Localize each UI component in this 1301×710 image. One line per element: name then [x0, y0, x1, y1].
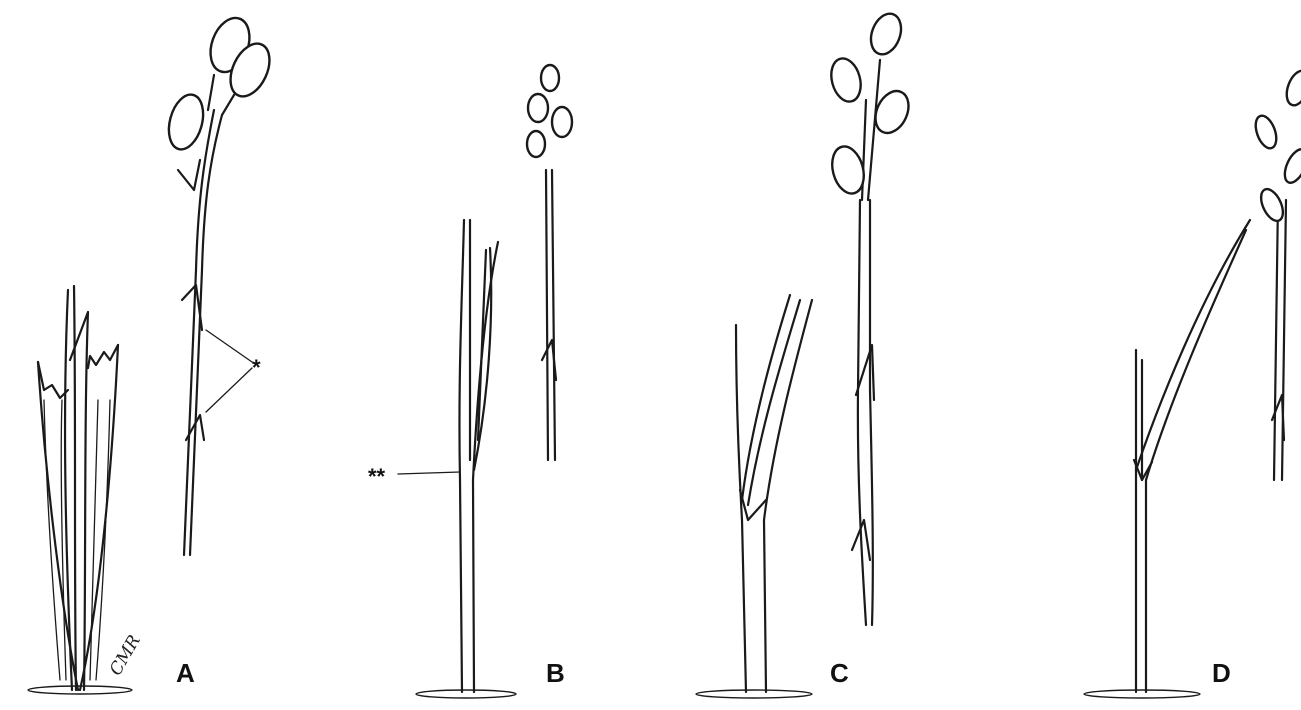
panel-label-b: B: [546, 658, 565, 688]
flower-buds-b: [527, 65, 572, 157]
flower-buds-d: [1252, 68, 1301, 225]
shoot-d: [1134, 220, 1250, 692]
panel-label-a: A: [176, 658, 195, 688]
panel-b: ** B: [368, 65, 572, 698]
panel-a: * CMR A: [28, 13, 277, 694]
ground-mark-b: [416, 690, 516, 698]
leaf-sheath-cluster: [38, 286, 118, 690]
flowering-stalk-b: [542, 170, 556, 460]
annotation-line-double-star: [398, 472, 460, 474]
panel-c: C: [696, 9, 915, 698]
annotation-double-star: **: [368, 464, 386, 489]
panel-d: D: [1084, 68, 1301, 698]
annotation-single-star: *: [252, 355, 261, 380]
annotation-lines-star: [206, 330, 252, 412]
panel-label-c: C: [830, 658, 849, 688]
flowering-stalk-d: [1272, 200, 1286, 480]
panel-label-d: D: [1212, 658, 1231, 688]
ground-mark-c: [696, 690, 812, 698]
ground-mark-d: [1084, 690, 1200, 698]
flower-buds-a: [163, 13, 277, 154]
artist-signature: CMR: [106, 632, 145, 680]
shoot-c: [736, 295, 812, 692]
shoot-b: [459, 220, 498, 692]
flowering-stalk-c: [852, 60, 880, 625]
